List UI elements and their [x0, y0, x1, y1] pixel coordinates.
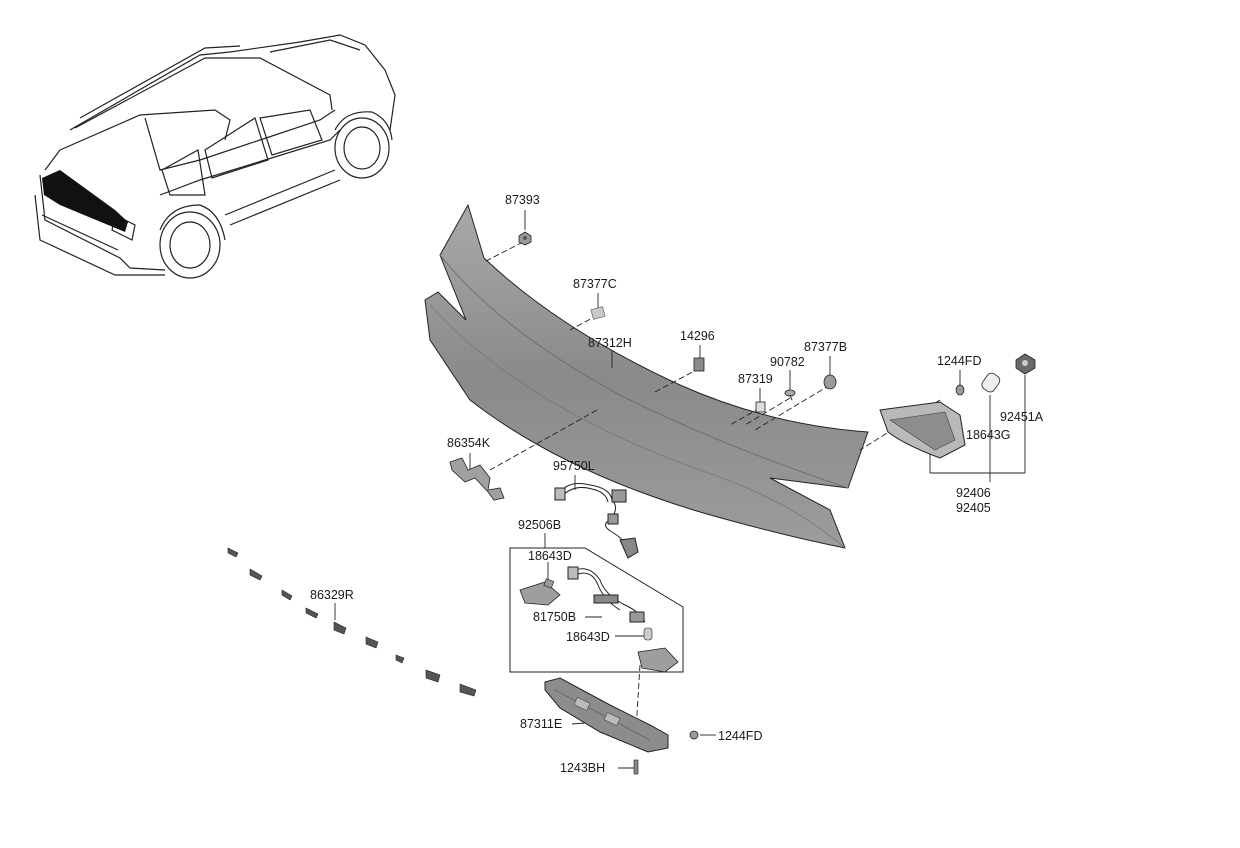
leader-lines-solid	[334, 210, 1026, 769]
garnish-87311E	[544, 677, 669, 753]
label-87312H: 87312H	[588, 336, 632, 350]
lamp-81750B-left	[519, 581, 561, 606]
label-87393: 87393	[505, 193, 540, 207]
label-87377B: 87377B	[804, 340, 848, 354]
screw-1244FD-top	[955, 384, 965, 396]
label-14296: 14296	[680, 329, 715, 343]
bracket-86354K	[449, 457, 505, 501]
grommet-87377B	[823, 374, 837, 390]
label-87377C: 87377C	[573, 277, 617, 291]
label-95750L: 95750L	[553, 459, 595, 473]
wiring-95750L	[554, 483, 639, 559]
screw-1243BH	[633, 759, 639, 775]
harness-81750B	[567, 566, 646, 623]
screw-1244FD-bottom	[689, 730, 699, 740]
label-1243BH: 1243BH	[560, 761, 606, 775]
vehicle-garnish-highlight	[42, 170, 128, 232]
emblem-86329R	[227, 547, 477, 697]
screw-90782	[784, 389, 796, 401]
label-81750B: 81750B	[533, 610, 577, 624]
label-90782: 90782	[770, 355, 805, 369]
clip-14296	[693, 357, 705, 372]
lamp-81750B-right	[637, 647, 679, 673]
pad-87377C	[590, 306, 606, 320]
pad-87319	[755, 401, 766, 413]
label-1244FD-top: 1244FD	[937, 354, 982, 368]
bulb-18643D-a	[543, 578, 555, 589]
lamp-assembly-92406	[879, 401, 966, 459]
bulb-18643G	[981, 372, 1001, 393]
label-18643D-a: 18643D	[528, 549, 572, 563]
label-87311E: 87311E	[520, 717, 563, 731]
label-92506B: 92506B	[518, 518, 562, 532]
vehicle-illustration	[34, 34, 396, 279]
assembly-box-92506B	[509, 547, 684, 673]
label-92405: 92405	[956, 501, 991, 515]
nut-87393	[518, 231, 532, 246]
label-18643G: 18643G	[966, 428, 1011, 442]
label-18643D-b: 18643D	[566, 630, 610, 644]
label-92451A: 92451A	[1000, 410, 1044, 424]
label-86329R: 86329R	[310, 588, 354, 602]
label-86354K: 86354K	[447, 436, 491, 450]
label-92406: 92406	[956, 486, 991, 500]
socket-92451A	[1015, 353, 1036, 375]
bulb-18643D-b	[643, 627, 653, 641]
label-1244FD-bottom: 1244FD	[718, 729, 763, 743]
garnish-87312H	[424, 203, 869, 549]
label-87319: 87319	[738, 372, 773, 386]
